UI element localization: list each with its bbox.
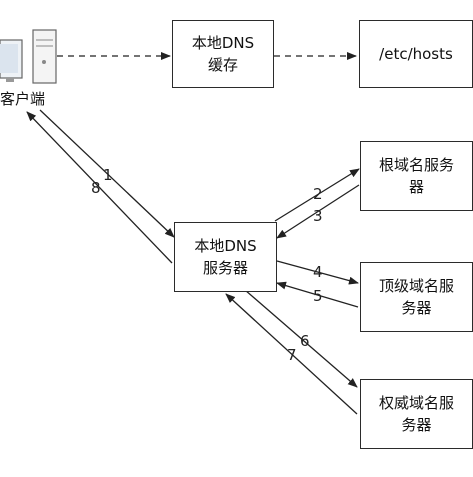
local-dns-cache-box: 本地DNS 缓存 <box>172 20 274 88</box>
local-dns-cache-line1: 本地DNS <box>191 34 255 52</box>
step-label-8: 8 <box>91 179 101 197</box>
step-label-6: 6 <box>300 332 310 350</box>
client-computer-icon <box>0 29 57 84</box>
arrow-5-tld-to-local <box>276 281 359 308</box>
client-label: 客户端 <box>0 90 46 108</box>
step-label-7: 7 <box>287 346 297 364</box>
local-dns-server-box: 本地DNS 服务器 <box>174 222 277 292</box>
etc-hosts-text: /etc/hosts <box>379 45 453 63</box>
root-server-line1: 根域名服务 <box>378 156 454 174</box>
arrow-3-root-to-local <box>276 184 360 239</box>
tld-server-box: 顶级域名服 务器 <box>360 262 473 332</box>
step-label-4: 4 <box>313 263 323 281</box>
arrow-4-local-to-tld <box>276 260 359 285</box>
arrow-1-client-to-local-server <box>39 109 175 238</box>
arrow-8-local-server-to-client <box>26 111 173 264</box>
local-dns-server-line2: 服务器 <box>202 259 248 277</box>
authoritative-server-line1: 权威域名服 <box>378 394 454 412</box>
local-dns-server-line1: 本地DNS <box>194 237 257 255</box>
authoritative-server-box: 权威域名服 务器 <box>360 379 473 449</box>
root-server-box: 根域名服务 器 <box>360 141 473 211</box>
tld-server-line1: 顶级域名服 <box>378 277 454 295</box>
arrow-2-local-to-root <box>274 168 360 222</box>
step-label-2: 2 <box>313 185 323 203</box>
authoritative-server-line2: 务器 <box>401 416 432 434</box>
arrow-6-local-to-auth <box>244 289 358 388</box>
step-label-5: 5 <box>313 287 323 305</box>
step-label-3: 3 <box>313 207 323 225</box>
tld-server-line2: 务器 <box>401 299 432 317</box>
step-label-1: 1 <box>103 166 113 184</box>
local-dns-cache-line2: 缓存 <box>207 56 238 74</box>
etc-hosts-box: /etc/hosts <box>359 20 473 88</box>
arrow-7-auth-to-local <box>225 293 358 415</box>
root-server-line2: 器 <box>408 178 424 196</box>
